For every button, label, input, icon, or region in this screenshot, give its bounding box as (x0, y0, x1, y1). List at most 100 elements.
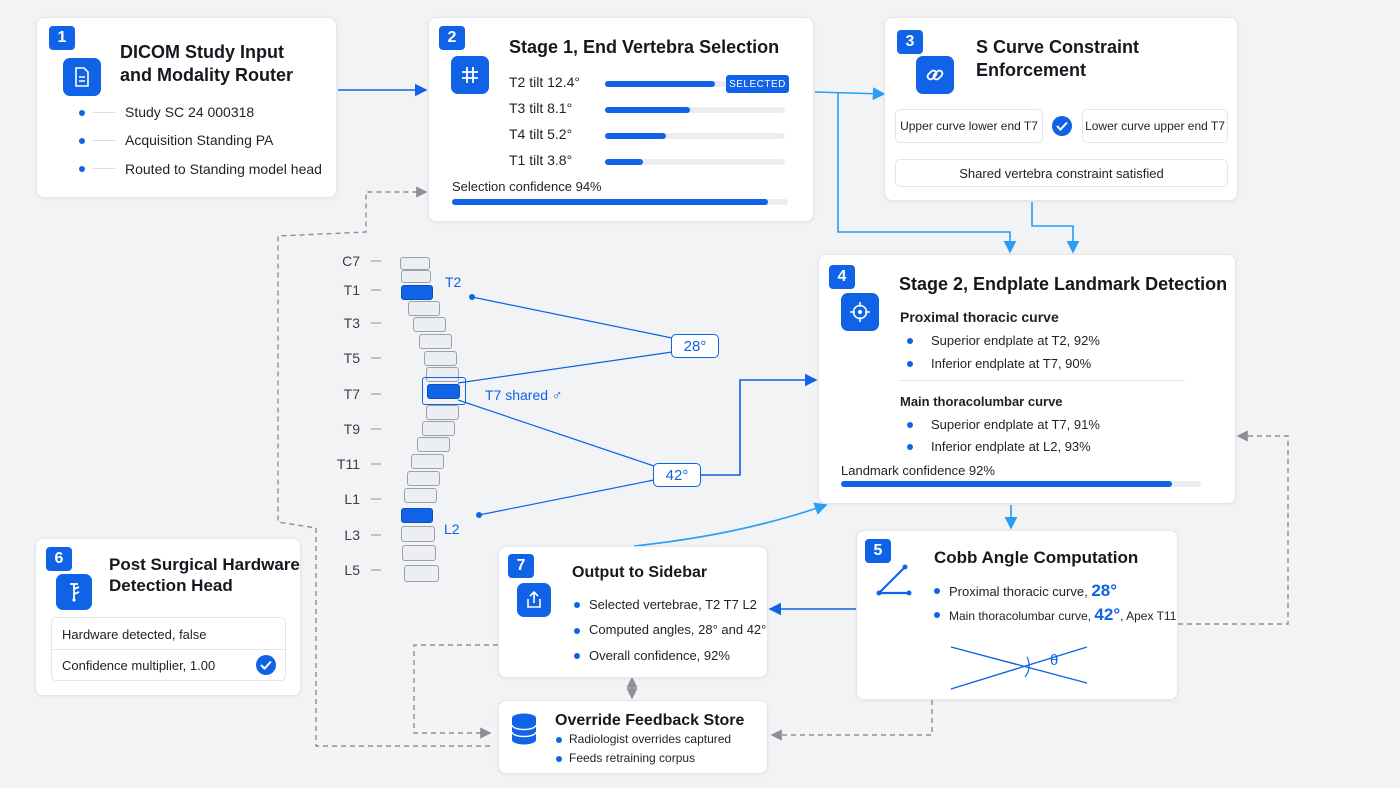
bullet-dot (907, 444, 913, 450)
tilt-bar (605, 81, 785, 87)
bullet-dot (574, 602, 580, 608)
level-label: L5 (344, 562, 360, 578)
bar-fill (605, 107, 690, 113)
level-label: T3 (343, 315, 360, 331)
link-icon (916, 56, 954, 94)
vertebra (401, 270, 431, 283)
database-icon (509, 712, 539, 751)
bar-fill (452, 199, 768, 205)
bullet-dot (907, 361, 913, 367)
angle-icon (875, 563, 915, 602)
vertebra-t2-selected (401, 285, 433, 300)
bar-fill (605, 159, 643, 165)
cobb-value-main: 42° (1094, 605, 1121, 624)
selected-badge: SELECTED (726, 75, 789, 93)
card-title: Stage 1, End Vertebra Selection (509, 37, 780, 57)
landmark-item: Superior endplate at T7, 91% (931, 417, 1100, 432)
vertebra-t7-selected (427, 384, 460, 399)
bullet-dot (79, 138, 85, 144)
card-cobb-angle: 5 Cobb Angle Computation Proximal thorac… (856, 530, 1178, 700)
hardware-detected: Hardware detected, false (62, 627, 207, 642)
hardware-table: Hardware detected, false Confidence mult… (51, 617, 286, 681)
card-title-line1: Post Surgical Hardware (109, 555, 300, 574)
vertebra (426, 405, 459, 420)
level-label: T5 (343, 350, 360, 366)
store-item: Radiologist overrides captured (569, 732, 732, 746)
vertebra (402, 545, 436, 561)
hardware-icon (56, 574, 92, 610)
bullet-dot (934, 612, 940, 618)
bar-fill (605, 81, 715, 87)
step-number: 6 (46, 547, 72, 571)
tilt-row-label: T1 tilt 3.8° (509, 152, 573, 168)
vertebra (422, 421, 455, 436)
vertebra (426, 367, 459, 382)
spine-label-bottom: L2 (444, 521, 460, 537)
section-heading: Main thoracolumbar curve (900, 394, 1063, 409)
level-label: T1 (343, 282, 360, 298)
vertebra-t7-frame (422, 377, 466, 405)
cobb-item-label: Main thoracolumbar curve, 42°, Apex T11 (949, 605, 1177, 624)
lower-curve-box: Lower curve upper end T7 (1082, 109, 1228, 143)
angle-badge-top: 28° (671, 334, 719, 358)
bullet-dot (79, 166, 85, 172)
document-icon (63, 58, 101, 96)
bullet-line (93, 168, 115, 169)
bullet-dot (934, 588, 940, 594)
card-title-line1: S Curve Constraint (976, 37, 1140, 57)
check-icon (1052, 116, 1072, 136)
card-title-line2: Enforcement (976, 60, 1087, 80)
card-dicom-input: 1 DICOM Study Input and Modality Router … (36, 17, 337, 198)
card-title: Cobb Angle Computation (934, 548, 1139, 567)
tilt-bar (605, 133, 785, 139)
bullet-dot (907, 338, 913, 344)
output-item: Computed angles, 28° and 42° (589, 622, 767, 637)
card-hardware-detection: 6 Post Surgical Hardware Detection Head … (35, 538, 301, 696)
level-label: T7 (343, 386, 360, 402)
step-number: 5 (865, 539, 891, 563)
share-icon (517, 583, 551, 617)
vertebra-l2-selected (401, 508, 433, 523)
step-number: 2 (439, 26, 465, 50)
vertebra (408, 301, 440, 316)
vertebra (401, 526, 435, 542)
vertebra (404, 488, 437, 503)
study-id: Study SC 24 000318 (125, 104, 255, 120)
bullet-line (93, 112, 115, 113)
vertebra (417, 437, 450, 452)
constraint-status: Shared vertebra constraint satisfied (895, 159, 1228, 187)
card-title-line2: and Modality Router (120, 65, 294, 85)
vertebra (419, 334, 452, 349)
bullet-dot (574, 653, 580, 659)
store-item: Feeds retraining corpus (569, 751, 696, 765)
card-title: Output to Sidebar (572, 564, 708, 581)
card-title-line2: Detection Head (109, 576, 233, 595)
tilt-row-label: T2 tilt 12.4° (509, 74, 580, 90)
spine-label-top: T2 (445, 274, 462, 290)
card-title: Stage 2, Endplate Landmark Detection (899, 274, 1228, 294)
level-label: L3 (344, 527, 360, 543)
card-output-sidebar: 7 Output to Sidebar Selected vertebrae, … (498, 546, 768, 678)
confidence-label: Landmark confidence 92% (841, 463, 995, 478)
grid-icon (451, 56, 489, 94)
vertebra (407, 471, 440, 486)
vertebra (411, 454, 444, 469)
output-item: Overall confidence, 92% (589, 648, 730, 663)
step-number: 7 (508, 554, 534, 578)
bullet-dot (556, 737, 562, 743)
card-title-line1: DICOM Study Input (120, 42, 284, 62)
tilt-row-label: T4 tilt 5.2° (509, 126, 573, 142)
step-number: 3 (897, 30, 923, 54)
cobb-value-proximal: 28° (1091, 581, 1118, 600)
divider (52, 649, 285, 650)
vertebra (400, 257, 430, 270)
landmark-item: Superior endplate at T2, 92% (931, 333, 1100, 348)
bullet-line (93, 140, 115, 141)
bullet-dot (556, 756, 562, 762)
target-icon (841, 293, 879, 331)
confidence-bar (841, 481, 1201, 487)
angle-badge-bottom: 42° (653, 463, 701, 487)
level-label: C7 (342, 253, 360, 269)
card-endplate-landmark: 4 Stage 2, Endplate Landmark Detection P… (818, 254, 1236, 504)
bar-fill (605, 133, 667, 139)
